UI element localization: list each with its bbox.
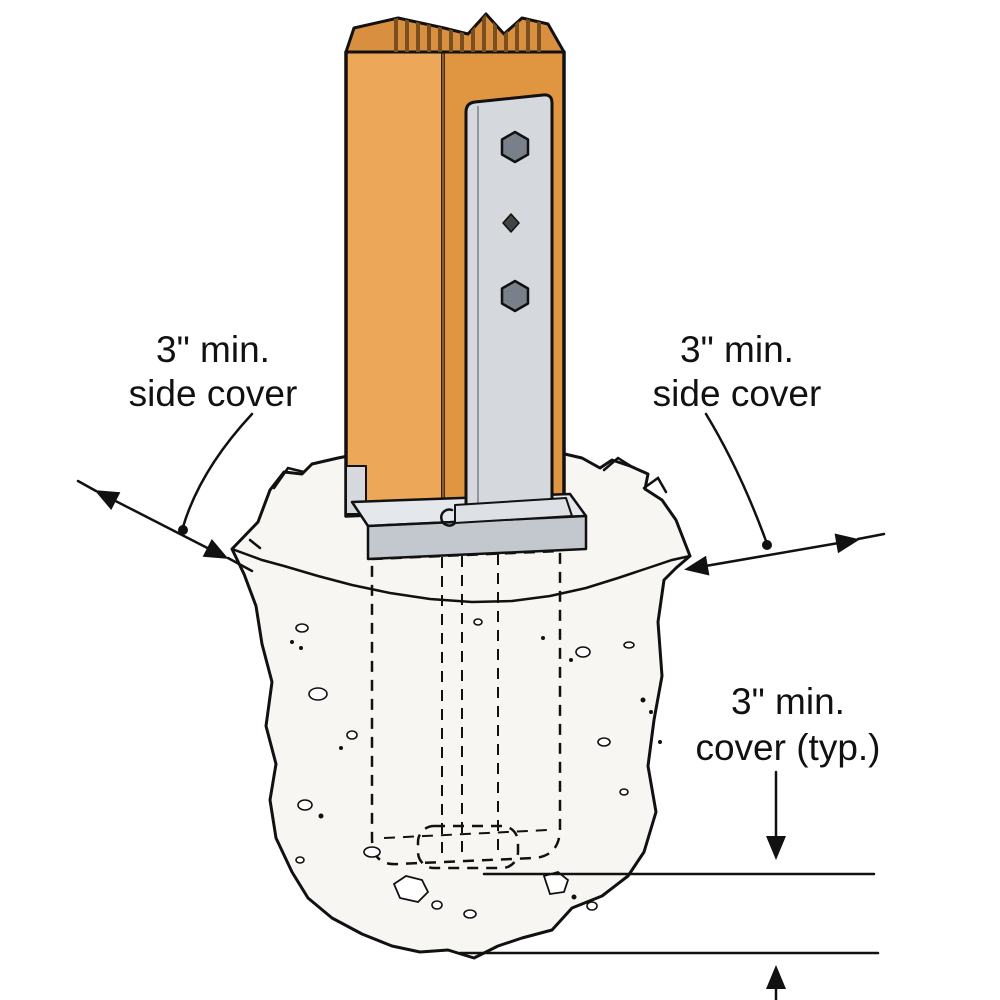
label-left-side-cover-line1: 3" min. — [156, 329, 270, 370]
right-extension-line — [856, 532, 886, 541]
right-leader-dot — [762, 540, 772, 550]
hex-bolt-upper — [500, 130, 530, 164]
left-dimension-arrow — [94, 490, 229, 559]
right-dimension-arrow — [684, 533, 860, 576]
label-bottom-cover-line2: cover (typ.) — [695, 727, 880, 768]
label-right-side-cover-line2: side cover — [653, 373, 822, 414]
collar-hook-detail — [440, 508, 456, 527]
embedded-bottom-line — [383, 829, 549, 839]
left-extension-line — [226, 556, 254, 573]
collar-lip — [454, 497, 573, 524]
surface-chip — [602, 456, 636, 472]
label-right-side-cover-line1: 3" min. — [680, 329, 794, 370]
concrete-surface-rim — [230, 547, 692, 604]
surface-chip — [642, 476, 668, 494]
label-left-side-cover-line2: side cover — [129, 373, 298, 414]
surface-chip — [248, 538, 262, 550]
embedded-bottom-plate — [416, 824, 520, 870]
steel-strap — [454, 93, 573, 524]
annotations: 3" min. side cover 3" min. side cover 3"… — [76, 329, 886, 1000]
left-leader-line — [181, 412, 254, 529]
embedded-post-base — [370, 549, 562, 870]
post-left-face — [344, 42, 445, 518]
right-leader-line — [704, 412, 768, 543]
label-bottom-cover-line1: 3" min. — [731, 681, 845, 722]
left-extension-line — [76, 479, 98, 493]
aggregate-speckles — [290, 618, 662, 919]
surface-chip — [272, 466, 306, 490]
concrete-surface-detail — [230, 456, 692, 604]
post-top-break — [344, 12, 566, 54]
diamond-hole — [502, 213, 520, 233]
hex-bolt-lower — [500, 279, 530, 313]
